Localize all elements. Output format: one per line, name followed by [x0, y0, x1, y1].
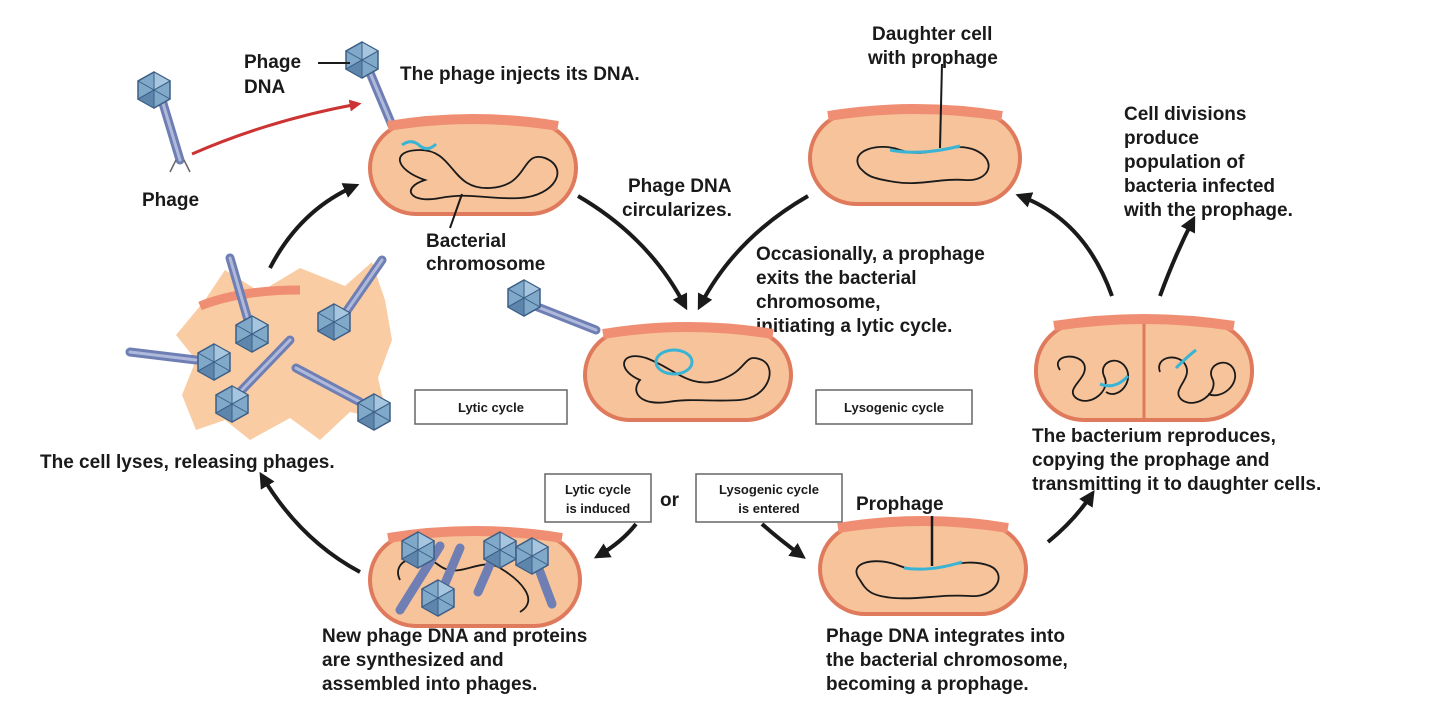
label-circularizes-1: Phage DNA: [628, 176, 732, 197]
svg-text:Lytic cycle: Lytic cycle: [565, 482, 631, 497]
chromosome-leader: [449, 193, 463, 229]
svg-text:Lysogenic cycle: Lysogenic cycle: [719, 482, 819, 497]
cycle-arrows: [259, 183, 1196, 574]
assembled-phage-3: [473, 531, 517, 597]
svg-text:is induced: is induced: [566, 501, 630, 516]
label-synth-3: assembled into phages.: [322, 674, 537, 695]
injecting-phage: [345, 41, 399, 135]
arrow-synthesis-to-lysis: [259, 471, 361, 574]
svg-text:is entered: is entered: [738, 501, 799, 516]
free-phage-center: [507, 279, 601, 335]
arrow-reproduce-to-divisions: [1158, 215, 1196, 297]
label-bacterial-chrom-1: Bacterial: [426, 231, 506, 252]
cell-daughter: [808, 104, 1022, 206]
box-lysogenic-entered: Lysogenic cycle is entered: [695, 473, 843, 523]
cell-synthesis: [368, 526, 582, 628]
label-exits-2: exits the bacterial: [756, 268, 917, 289]
label-synth-1: New phage DNA and proteins: [322, 626, 587, 647]
assembled-phage-2: [421, 543, 465, 617]
released-phage-4: [215, 335, 295, 423]
label-divisions-5: with the prophage.: [1123, 200, 1293, 221]
svg-text:Lytic cycle: Lytic cycle: [458, 400, 524, 415]
label-synth-2: are synthesized and: [322, 650, 504, 671]
svg-text:Lysogenic cycle: Lysogenic cycle: [844, 400, 944, 415]
label-injects: The phage injects its DNA.: [400, 64, 640, 85]
label-daughter-1: Daughter cell: [872, 24, 992, 45]
label-or: or: [660, 490, 680, 511]
box-lysogenic-cycle: Lysogenic cycle: [815, 389, 973, 425]
released-phage-3: [125, 343, 231, 381]
label-divisions-1: Cell divisions: [1124, 104, 1246, 125]
label-integrates-2: the bacterial chromosome,: [826, 650, 1068, 671]
label-divisions-4: bacteria infected: [1124, 176, 1275, 197]
label-reproduces-2: copying the prophage and: [1032, 450, 1270, 471]
label-bacterial-chrom-2: chromosome: [426, 254, 545, 275]
label-phage-dna-2: DNA: [244, 77, 285, 98]
label-lyses: The cell lyses, releasing phages.: [40, 452, 335, 473]
label-daughter-2: with prophage: [867, 48, 998, 69]
label-prophage: Prophage: [856, 494, 944, 515]
cell-reproducing: [1034, 314, 1254, 422]
arrow-reproduce-to-daughter: [1015, 192, 1114, 297]
box-lytic-induced: Lytic cycle is induced: [544, 473, 652, 523]
label-circularizes-2: circularizes.: [622, 200, 732, 221]
daughter-leader: [939, 63, 943, 149]
arrow-to-lytic-synthesis: [593, 522, 638, 559]
released-phage-1: [225, 253, 269, 353]
arrow-daughter-to-circular: [697, 194, 809, 311]
cell-prophage: [818, 516, 1028, 616]
free-phage: [137, 71, 191, 173]
assembled-phage-1: [395, 531, 445, 615]
box-lytic-cycle: Lytic cycle: [414, 389, 568, 425]
arrow-to-prophage-integration: [760, 522, 806, 559]
released-phage-2: [317, 255, 387, 341]
label-reproduces-1: The bacterium reproduces,: [1032, 426, 1276, 447]
cell-circular-dna: [583, 322, 793, 422]
label-exits-3: chromosome,: [756, 292, 881, 313]
arrow-prophage-to-reproduce: [1046, 489, 1095, 544]
cell-lysing: [125, 253, 392, 440]
arrow-injection-to-circular: [576, 194, 688, 311]
label-phage: Phage: [142, 190, 199, 211]
released-phage-5: [291, 363, 391, 431]
arrow-lysis-to-infection: [268, 183, 360, 269]
label-exits-1: Occasionally, a prophage: [756, 244, 985, 265]
injection-arrow: [191, 99, 362, 156]
cell-injection: [368, 114, 578, 216]
label-phage-dna-1: Phage: [244, 52, 301, 73]
assembled-phage-4: [515, 537, 557, 609]
label-reproduces-3: transmitting it to daughter cells.: [1032, 474, 1321, 495]
label-integrates-3: becoming a prophage.: [826, 674, 1029, 695]
label-integrates-1: Phage DNA integrates into: [826, 626, 1065, 647]
label-exits-4: initiating a lytic cycle.: [756, 316, 952, 337]
label-divisions-2: produce: [1124, 128, 1199, 149]
label-divisions-3: population of: [1124, 152, 1245, 173]
